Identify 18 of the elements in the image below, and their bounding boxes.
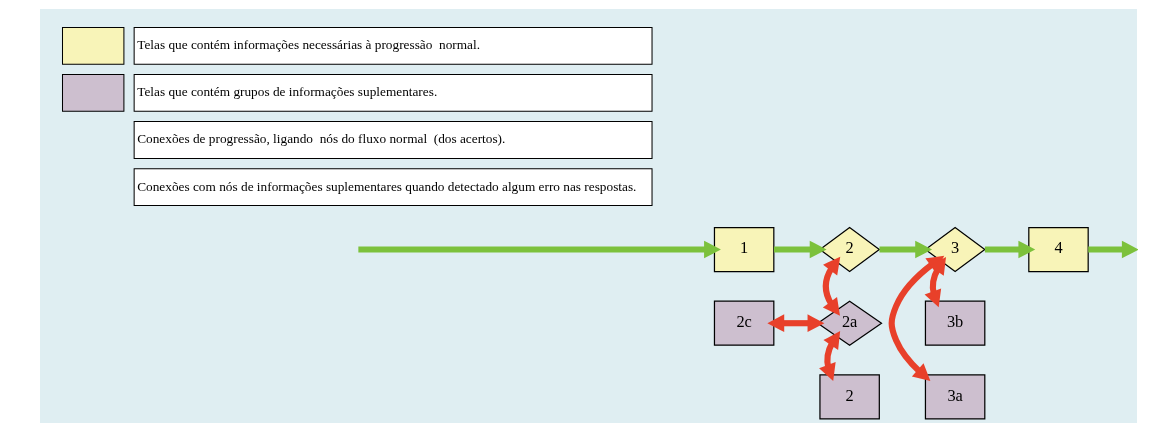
arrow xyxy=(818,330,840,381)
node-box: 3b xyxy=(924,300,985,346)
arrow xyxy=(357,240,721,258)
legend-label: Telas que contém grupos de informações suplementares. xyxy=(136,83,437,99)
arrow xyxy=(766,313,824,332)
legend-label: Conexões com nós de informações suplementares quando detectado algum erro nas respostas. xyxy=(136,178,636,194)
arrow xyxy=(879,240,932,258)
arrow xyxy=(1087,240,1138,258)
legend-label: Telas que contém informações necessárias à progressão normal. xyxy=(136,36,480,52)
arrow xyxy=(822,256,840,316)
node-box: 4 xyxy=(1027,226,1089,272)
node-box: 3a xyxy=(924,373,985,420)
node-box: 2 xyxy=(818,373,880,420)
node-box: 2c xyxy=(713,300,774,346)
node-box: 1 xyxy=(713,226,774,272)
arrow xyxy=(773,240,827,258)
legend-label: Conexões de progressão, ligando nós do fluxo normal (dos acertos). xyxy=(136,130,505,146)
arrow xyxy=(984,240,1035,258)
